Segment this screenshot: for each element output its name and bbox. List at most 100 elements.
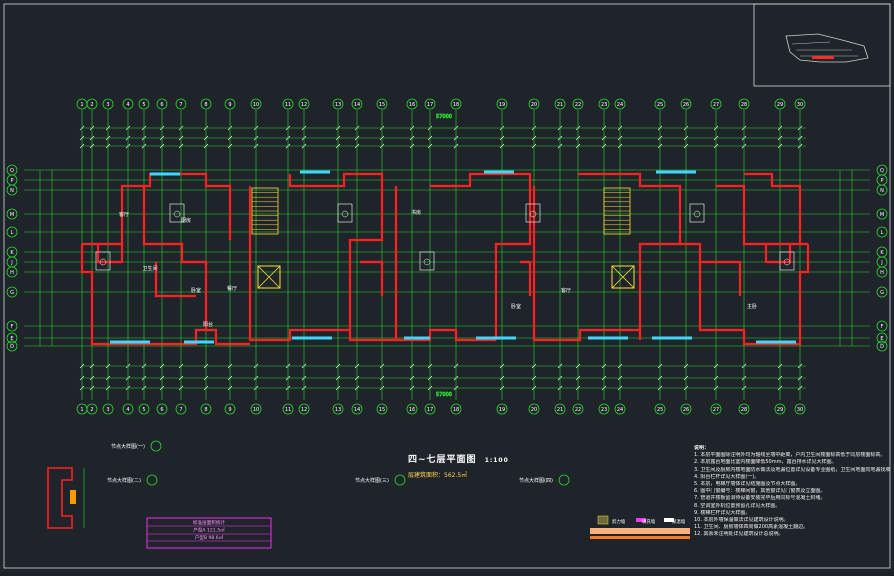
window	[484, 170, 514, 174]
fixture-basin	[99, 258, 107, 266]
axis-label: G	[880, 290, 884, 296]
axis-bubble	[86, 98, 98, 110]
axis-label: 22	[575, 407, 581, 413]
axis-label: 29	[777, 102, 783, 108]
axis-bubble	[332, 98, 344, 110]
window	[110, 340, 150, 344]
axis-grid: 1122334455667788991010111112121313141415…	[6, 98, 888, 415]
axis-bubble	[351, 98, 363, 110]
axis-label: 28	[741, 407, 747, 413]
detail-callout-label: 节点大样图(三)	[355, 477, 389, 484]
axis-bubble	[175, 98, 187, 110]
fixture-outline	[525, 203, 541, 223]
axis-label: D	[880, 344, 884, 350]
axis-bubble	[614, 403, 626, 415]
axis-label: 8	[204, 407, 207, 413]
axis-bubble	[496, 98, 508, 110]
note-line: 4. 阳台栏杆详见大样图(一)。	[694, 473, 760, 480]
wall	[80, 244, 250, 346]
axis-label: 2	[90, 102, 93, 108]
wall	[142, 186, 208, 330]
axis-label: 24	[617, 102, 623, 108]
axis-label: J	[10, 260, 12, 266]
detail-insulation	[70, 490, 76, 504]
axis-bubble	[200, 403, 212, 415]
stair	[603, 187, 631, 235]
axis-bubble	[572, 98, 584, 110]
window	[756, 340, 796, 344]
room-label: 厨房	[181, 217, 191, 224]
axis-bubble	[528, 403, 540, 415]
room-label: 卧室	[191, 287, 201, 294]
axis-bubble	[86, 403, 98, 415]
axis-label: K	[10, 250, 14, 256]
axis-label: 4	[126, 102, 129, 108]
detail-callout-label: 节点大样图(二)	[107, 477, 141, 484]
axis-label: H	[10, 270, 14, 276]
axis-label: 14	[354, 407, 360, 413]
fixture	[689, 203, 705, 223]
axis-bubble	[376, 98, 388, 110]
note-line: 5. 本层，电梯厅墙体详见结施图及节点大样图。	[694, 481, 801, 488]
fixture-outline	[337, 203, 353, 223]
wall	[248, 186, 396, 342]
axis-bubble	[6, 208, 18, 220]
fixture	[419, 251, 435, 271]
note-line: 10. 本层外墙保温做法详见建筑设计说明。	[694, 517, 789, 524]
axis-label: Q	[10, 168, 14, 174]
elevator-shaft	[257, 265, 281, 289]
axis-label: E	[880, 336, 883, 342]
fixture-outline	[95, 251, 111, 271]
overall-dimension-top: 57000	[436, 114, 452, 120]
elevator-shaft	[611, 265, 635, 289]
axis-bubble	[572, 403, 584, 415]
axis-bubble	[710, 98, 722, 110]
axis-label: 1	[80, 407, 83, 413]
axis-bubble	[680, 98, 692, 110]
axis-bubble	[406, 98, 418, 110]
overall-dimension-bottom: 57000	[436, 392, 452, 398]
note-line: 2. 本层露台地面比室内楼面降低50mm，露台排水详见大样图。	[694, 459, 837, 466]
axis-bubble	[614, 98, 626, 110]
drawing-title-block: 四~七层平面图 1:100 层建筑面积：562.5㎡	[408, 452, 509, 479]
axis-bubble	[122, 403, 134, 415]
fixture-basin	[783, 258, 791, 266]
room-label: 阳台	[203, 321, 213, 328]
axis-bubble	[424, 98, 436, 110]
axis-bubble	[496, 403, 508, 415]
axis-bubble	[332, 403, 344, 415]
axis-label: 11	[285, 407, 291, 413]
elevator-cross	[611, 265, 635, 289]
axis-bubble	[122, 98, 134, 110]
axis-label: 25	[657, 102, 663, 108]
legend-swatch	[636, 518, 646, 522]
detail-callout-bubble	[394, 474, 406, 486]
axis-label: L	[11, 230, 14, 236]
axis-label: 1	[80, 102, 83, 108]
room-label: 书房	[411, 209, 421, 216]
axis-label: Q	[880, 168, 884, 174]
axis-label: 5	[142, 102, 145, 108]
axis-label: 7	[179, 407, 182, 413]
axis-bubble	[554, 98, 566, 110]
axis-bubble	[102, 98, 114, 110]
axis-bubble	[450, 403, 462, 415]
detail-callout-bubble	[558, 474, 570, 486]
axis-label: E	[10, 336, 13, 342]
axis-label: 20	[531, 102, 537, 108]
axis-bubble	[794, 98, 806, 110]
axis-bubble	[298, 403, 310, 415]
axis-label: 9	[228, 102, 231, 108]
axis-label: 17	[427, 102, 433, 108]
legend-bar	[590, 536, 690, 539]
axis-bubble	[200, 98, 212, 110]
axis-bubble	[138, 98, 150, 110]
axis-bubble	[876, 340, 888, 352]
axis-label: 17	[427, 407, 433, 413]
window	[184, 340, 214, 344]
axis-label: 15	[379, 102, 385, 108]
axis-label: 3	[106, 102, 109, 108]
detail-callout-bubble	[150, 440, 162, 452]
axis-label: 10	[253, 407, 259, 413]
